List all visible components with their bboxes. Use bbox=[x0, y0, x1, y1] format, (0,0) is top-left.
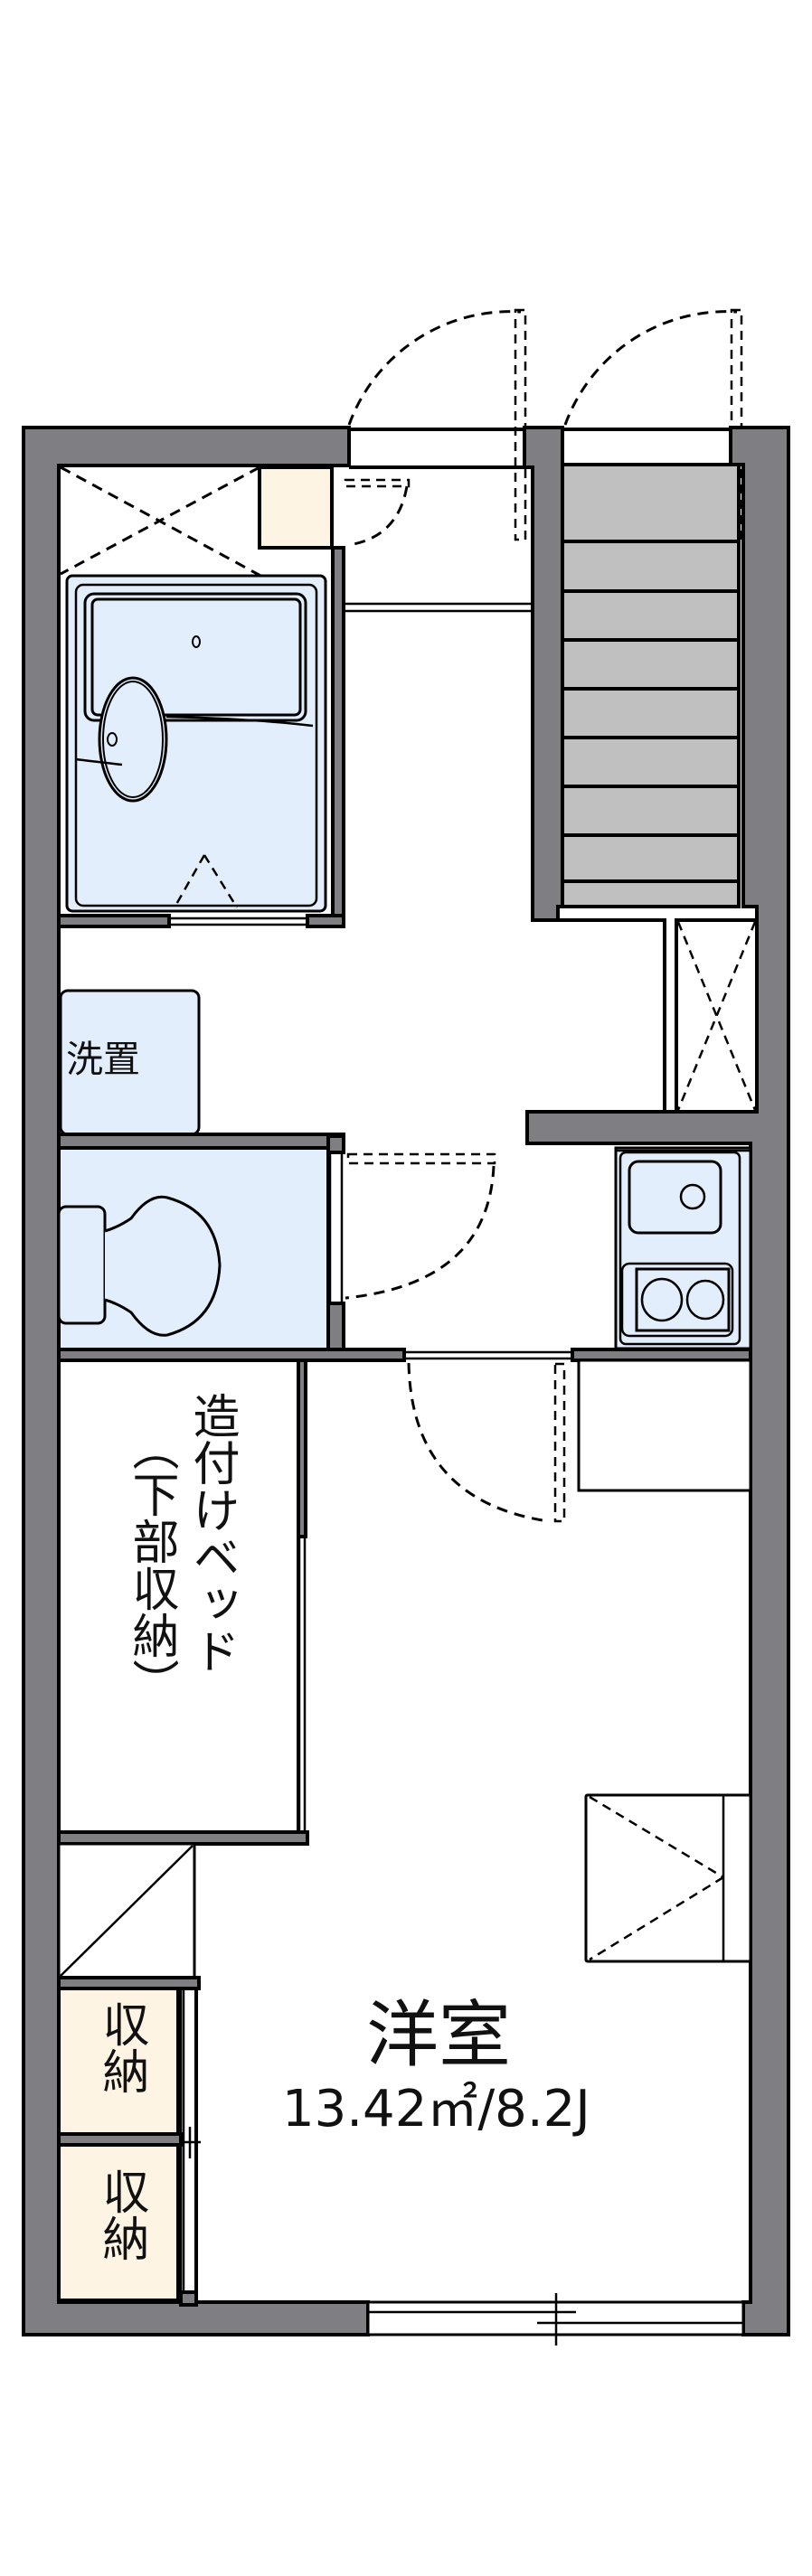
stairs bbox=[561, 428, 741, 908]
storage-closets bbox=[57, 1987, 201, 2307]
kitchen-unit bbox=[614, 1146, 752, 1350]
diagonal-storage bbox=[57, 1842, 201, 1990]
toilet-door-swing bbox=[345, 1152, 496, 1300]
entrance-door-swing bbox=[347, 308, 527, 541]
bath-ceiling-marker bbox=[60, 465, 265, 579]
room-door-swing bbox=[407, 1362, 566, 1523]
built-in-bed-label: 造付けベッド bbox=[184, 1392, 239, 1674]
window-bay bbox=[584, 1793, 752, 1963]
bathtub-unit bbox=[65, 574, 327, 913]
bathroom-walls bbox=[57, 546, 345, 928]
built-in-bed bbox=[57, 1359, 309, 1846]
storage-lower-label: 収納 bbox=[94, 2167, 148, 2261]
toilet-room bbox=[57, 1133, 345, 1356]
bath-door-swing bbox=[344, 478, 411, 547]
storage-upper-label: 収納 bbox=[94, 2000, 148, 2094]
washer-space-label: 洗置 bbox=[66, 1038, 140, 1081]
room-top-wall bbox=[57, 1348, 752, 1362]
main-room-area: 13.42㎡/8.2J bbox=[282, 2080, 590, 2139]
stair-door-swing bbox=[563, 308, 743, 541]
built-in-bed-sublabel: （下部収納） bbox=[124, 1424, 178, 1706]
shelf-unit bbox=[577, 1359, 752, 1492]
main-room-label: 洋室 bbox=[366, 1993, 511, 2077]
bottom-window bbox=[366, 2293, 745, 2346]
right-closet bbox=[675, 918, 759, 1114]
shoe-cabinet bbox=[258, 465, 334, 550]
